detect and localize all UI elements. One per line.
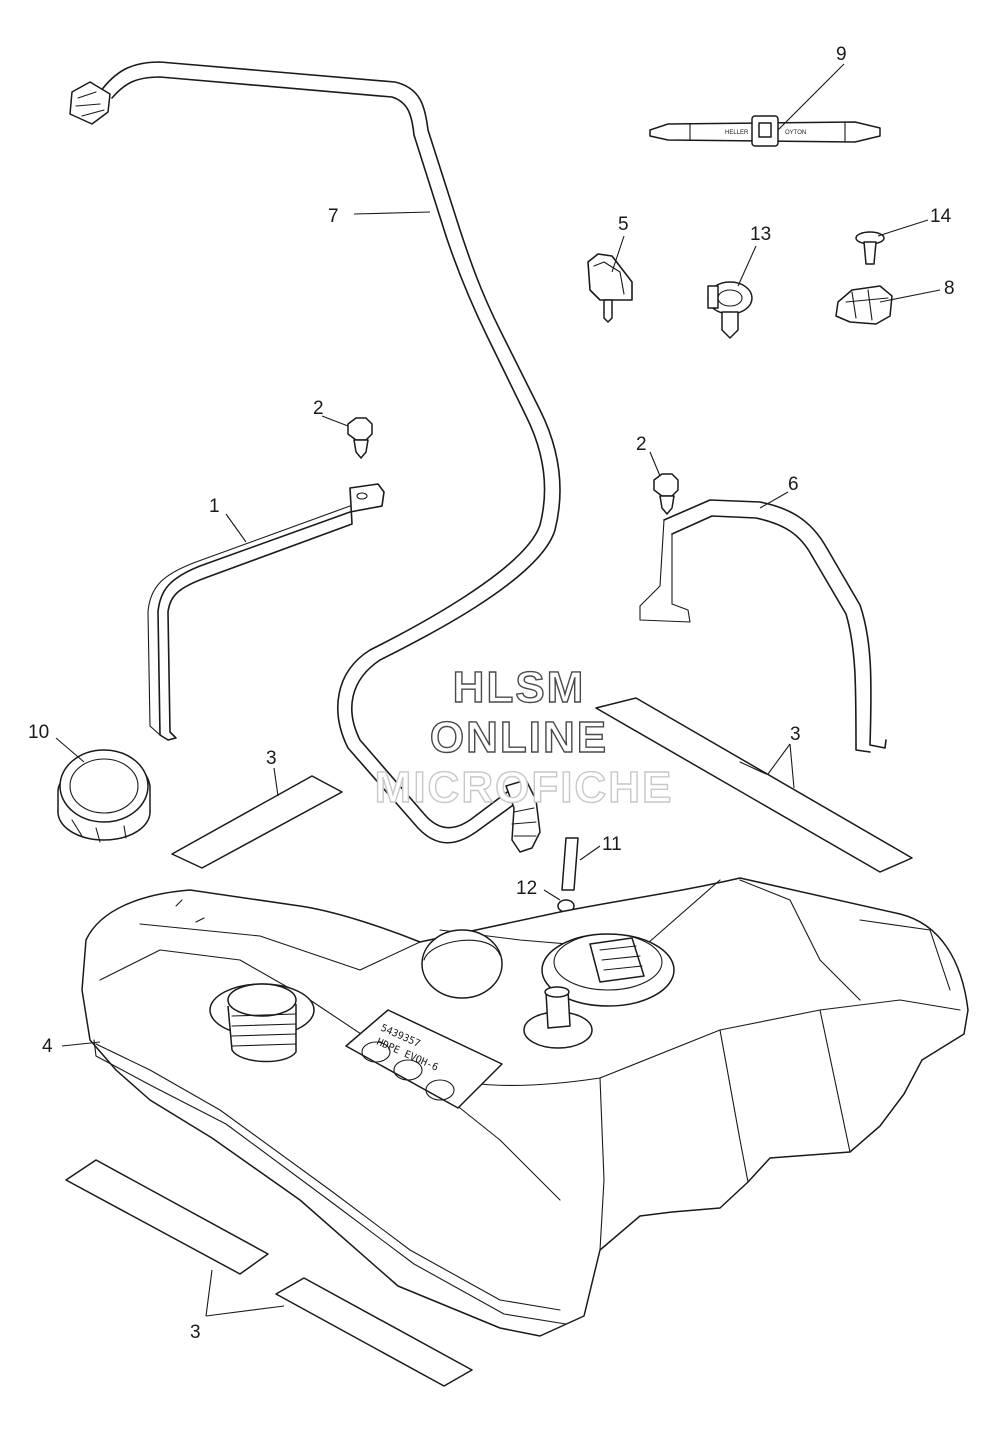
clamp-part-8 [835,285,893,325]
bolt-part-2-left [347,417,373,459]
fuel-cap-part-10 [57,749,151,843]
vent-hose-part-7 [69,61,561,853]
callout-5: 5 [618,214,629,235]
leader-c7 [353,211,431,215]
foam-pad-part-3-bottom-b [275,1277,473,1387]
leader-c1 [225,513,247,543]
push-rivet-part-14 [855,231,885,265]
tie-strap-text-right: OYTON [785,130,806,136]
callout-13: 13 [750,224,771,245]
tank-strap-part-1 [147,483,385,741]
tank-strap-part-6 [639,499,887,753]
callout-1: 1 [209,496,220,517]
callout-3-right-pad: 3 [790,724,801,745]
leader-c13 [737,245,757,287]
leader-c8 [879,289,941,303]
leader-c12 [543,889,561,901]
callout-7: 7 [328,206,339,227]
tie-strap-text-left: HELLER [725,130,749,136]
callout-4: 4 [42,1036,53,1057]
callout-2-left: 2 [313,398,324,419]
hose-clamp-part-13 [707,281,753,339]
leader-c2a [321,415,349,427]
tie-strap-part-9: HELLER OYTON [649,115,881,147]
leader-c3b-1 [767,743,791,775]
tube-part-11 [561,837,579,891]
callout-6: 6 [788,474,799,495]
callout-labels: 1 2 2 3 3 3 4 5 6 7 8 9 10 11 12 13 14 [28,44,955,1343]
clip-part-5 [587,253,633,323]
leader-c3b-2 [789,743,795,789]
leader-c3c-2 [205,1305,285,1317]
leader-c3a [273,767,279,797]
leader-c11 [579,845,601,861]
foam-pad-part-3-right [595,697,913,873]
callout-12: 12 [516,878,537,899]
callout-14: 14 [930,206,952,227]
callout-8: 8 [944,278,955,299]
callout-10: 10 [28,722,49,743]
leader-c2b [649,451,661,477]
bolt-part-2-right [653,473,679,515]
leader-c3c-1 [205,1269,213,1317]
callout-3-bottom-pads: 3 [190,1322,201,1343]
leader-c9 [777,63,845,131]
leader-lines [55,63,941,1317]
leader-c4 [61,1041,101,1047]
watermark-line-3: MICROFICHE [375,763,674,812]
callout-2-right: 2 [636,434,647,455]
foam-pad-part-3-bottom-a [65,1159,269,1275]
callout-3-left-pad: 3 [266,748,277,769]
callout-9: 9 [836,44,847,65]
leader-c6 [759,491,789,509]
watermark-line-2: ONLINE [430,713,608,762]
leader-c5 [611,235,625,273]
foam-pad-part-3-left [171,775,343,869]
callout-11: 11 [602,834,622,855]
fuel-tank-part-4: 5439357 HDPE EVOH-6 [81,877,969,1337]
leader-c10 [55,737,85,763]
leader-c14 [877,219,929,237]
watermark: HLSM ONLINE MICROFICHE [374,662,674,812]
watermark-line-1: HLSM [453,663,586,712]
